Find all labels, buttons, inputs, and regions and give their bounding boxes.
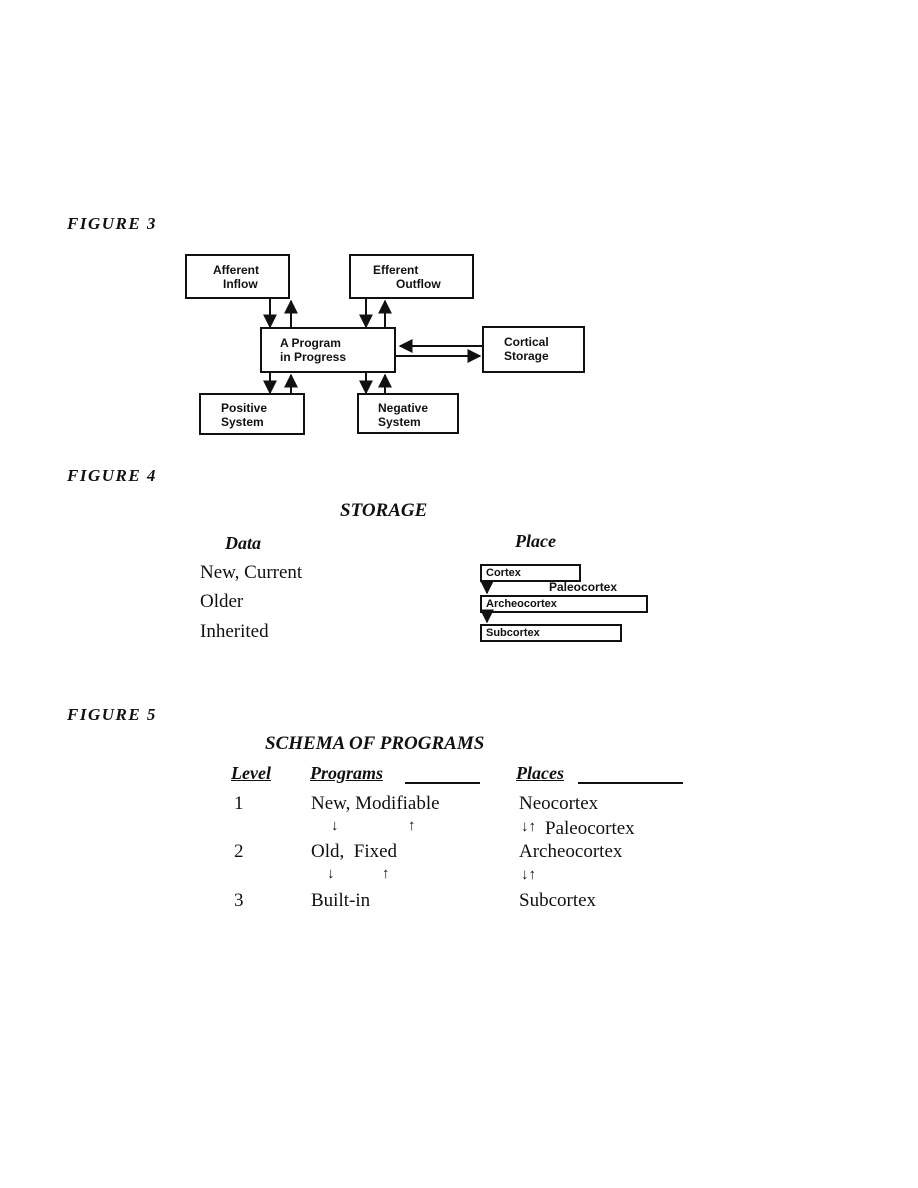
place-neocortex: Neocortex xyxy=(519,793,599,814)
programs-header-underline xyxy=(405,782,480,784)
data-row-inherited: Inherited xyxy=(200,621,269,642)
cortical-storage-box: Cortical Storage xyxy=(482,326,585,373)
program-new-modifiable: New, Modifiable xyxy=(311,793,440,814)
place-column-header: Place xyxy=(515,531,556,551)
figure-4-label: FIGURE 4 xyxy=(67,466,157,485)
cortex-label: Cortex xyxy=(486,567,521,579)
programs-column-header: Programs xyxy=(310,763,384,783)
cortex-box: Cortex xyxy=(480,564,581,582)
program-built-in: Built-in xyxy=(311,890,371,911)
program-up-arrow-1: ↑ xyxy=(408,818,416,834)
inflow-label: Inflow xyxy=(223,277,258,291)
afferent-label: Afferent xyxy=(213,263,260,277)
positive-system-label: System xyxy=(221,415,264,429)
places-column-header: Places xyxy=(516,763,564,783)
level-column-header: Level xyxy=(231,763,271,783)
place-subcortex: Subcortex xyxy=(519,890,597,911)
data-row-older: Older xyxy=(200,591,244,612)
place-archeocortex: Archeocortex xyxy=(519,841,623,862)
place-arrows-2: ↓↑ xyxy=(521,867,536,883)
schema-title: SCHEMA OF PROGRAMS xyxy=(265,733,485,754)
negative-label: Negative xyxy=(378,401,429,415)
program-old-fixed: Old, Fixed xyxy=(311,841,398,862)
program-up-arrow-2: ↑ xyxy=(382,866,390,882)
afferent-inflow-box: Afferent Inflow xyxy=(185,254,290,299)
level-3: 3 xyxy=(234,890,244,911)
place-paleocortex: Paleocortex xyxy=(545,818,635,839)
paleocortex-label: Paleocortex xyxy=(549,580,618,594)
level-2: 2 xyxy=(234,841,244,862)
archeocortex-box: Archeocortex xyxy=(480,595,648,613)
places-header-underline xyxy=(578,782,683,784)
negative-system-label: System xyxy=(378,415,421,429)
program-down-arrow-1: ↓ xyxy=(331,818,339,834)
subcortex-box: Subcortex xyxy=(480,624,622,642)
cortical-label: Cortical xyxy=(504,335,549,349)
efferent-label: Efferent xyxy=(373,263,419,277)
subcortex-label: Subcortex xyxy=(486,627,540,639)
data-row-new-current: New, Current xyxy=(200,562,303,583)
storage-title: STORAGE xyxy=(340,500,428,521)
figure-5-label: FIGURE 5 xyxy=(67,705,157,724)
program-down-arrow-2: ↓ xyxy=(327,866,335,882)
in-progress-label: in Progress xyxy=(280,350,347,364)
figure-3-label: FIGURE 3 xyxy=(67,214,157,233)
program-label: A Program xyxy=(280,336,341,350)
positive-label: Positive xyxy=(221,401,268,415)
level-1: 1 xyxy=(234,793,244,814)
negative-system-box: Negative System xyxy=(357,393,459,434)
archeocortex-label: Archeocortex xyxy=(486,598,557,610)
positive-system-box: Positive System xyxy=(199,393,305,435)
data-column-header: Data xyxy=(225,533,261,553)
program-in-progress-box: A Program in Progress xyxy=(260,327,396,373)
place-arrows-1: ↓↑ xyxy=(521,819,536,835)
outflow-label: Outflow xyxy=(396,277,441,291)
storage-label: Storage xyxy=(504,349,549,363)
efferent-outflow-box: Efferent Outflow xyxy=(349,254,474,299)
